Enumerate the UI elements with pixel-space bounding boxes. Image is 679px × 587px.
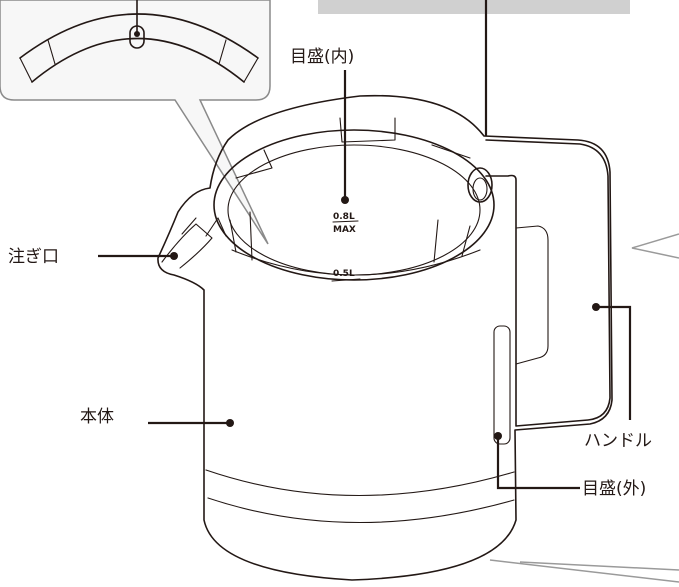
kettle-rim-outer — [213, 129, 495, 281]
leader-handle — [596, 305, 632, 420]
inner-scale-marks: 0.8L MAX 0.5L — [331, 212, 361, 282]
scale-mark-05l: 0.5L — [333, 269, 355, 279]
zoom-bubble — [0, 0, 271, 245]
body-band-upper — [205, 469, 515, 497]
scale-mark-08l: 0.8L — [333, 212, 355, 222]
handle-grip-cutout — [515, 225, 549, 365]
scale-mark-max: MAX — [333, 225, 356, 235]
outer-scale-window — [493, 325, 511, 445]
kettle-body-outline — [157, 94, 613, 581]
label-body: 本体 — [80, 407, 114, 427]
label-spout: 注ぎ口 — [8, 247, 59, 267]
inner-scale-detail-icon — [129, 0, 145, 49]
kettle-rim-inner — [227, 144, 481, 276]
body-band-lower — [207, 497, 515, 524]
spout-outline — [161, 223, 213, 269]
label-inner-scale: 目盛(内) — [290, 47, 354, 67]
bottom-pointer — [489, 559, 679, 583]
label-outer-scale: 目盛(外) — [582, 479, 646, 499]
label-handle: ハンドル — [584, 431, 652, 451]
right-pointer-upper — [631, 233, 679, 259]
leader-outer-scale — [496, 436, 580, 490]
inner-switch-knob-icon — [467, 167, 493, 203]
top-callout-box — [318, 0, 630, 14]
handle-outline — [485, 139, 611, 427]
